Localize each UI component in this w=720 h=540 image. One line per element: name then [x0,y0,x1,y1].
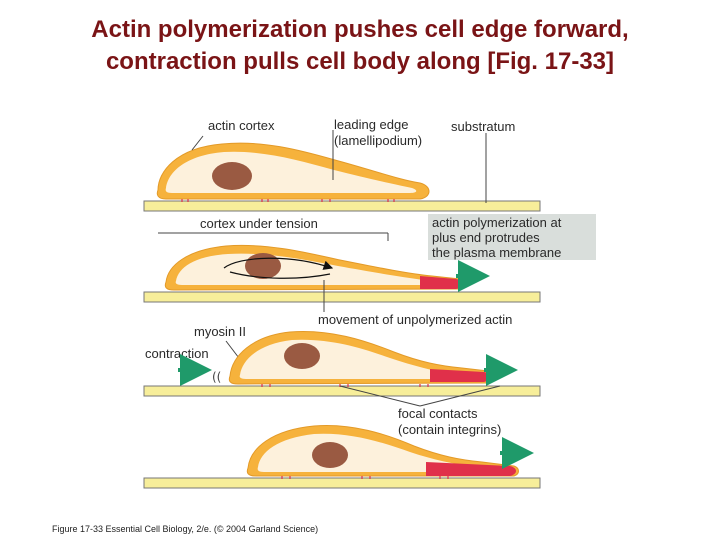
actin-callout-box [428,214,596,260]
label-contraction: contraction [145,346,209,361]
panel-3: myosin II contraction (( focal contacts … [143,324,541,437]
nucleus-1 [212,162,252,190]
nucleus-3 [284,343,320,369]
substratum-bar-1 [143,200,541,212]
actin-tip-2 [420,276,462,289]
label-focal-contacts: focal contacts [398,406,478,421]
label-leading-edge: leading edge [334,117,408,132]
label-actin-poly-1: actin polymerization at [432,215,562,230]
label-actin-poly-2: plus end protrudes [432,230,540,245]
figure-caption: Figure 17-33 Essential Cell Biology, 2/e… [52,524,319,534]
title-line-2: contraction pulls cell body along [Fig. … [105,48,615,75]
label-integrins: (contain integrins) [398,422,501,437]
substratum-bar-2 [143,291,541,303]
title-line-1: Actin polymerization pushes cell edge fo… [91,16,629,43]
label-actin-cortex: actin cortex [208,118,275,133]
svg-text:((: (( [212,370,221,384]
panel-1: actin cortex leading edge (lamellipodium… [143,117,541,212]
actin-tip-3 [430,369,490,382]
actin-tip-4 [426,462,516,476]
panel-2: cortex under tension actin polymerizatio… [143,214,596,327]
label-myosin: myosin II [194,324,246,339]
nucleus-4 [312,442,348,468]
substratum-bar-4 [143,477,541,489]
label-actin-poly-3: the plasma membrane [432,245,561,260]
label-substratum: substratum [451,119,515,134]
label-cortex-tension: cortex under tension [200,216,318,231]
label-lamellipodium: (lamellipodium) [334,133,422,148]
label-unpolymerized-actin: movement of unpolymerized actin [318,312,512,327]
slide-title: Actin polymerization pushes cell edge fo… [0,14,720,78]
panel-4 [143,425,541,489]
nucleus-2 [245,253,281,279]
